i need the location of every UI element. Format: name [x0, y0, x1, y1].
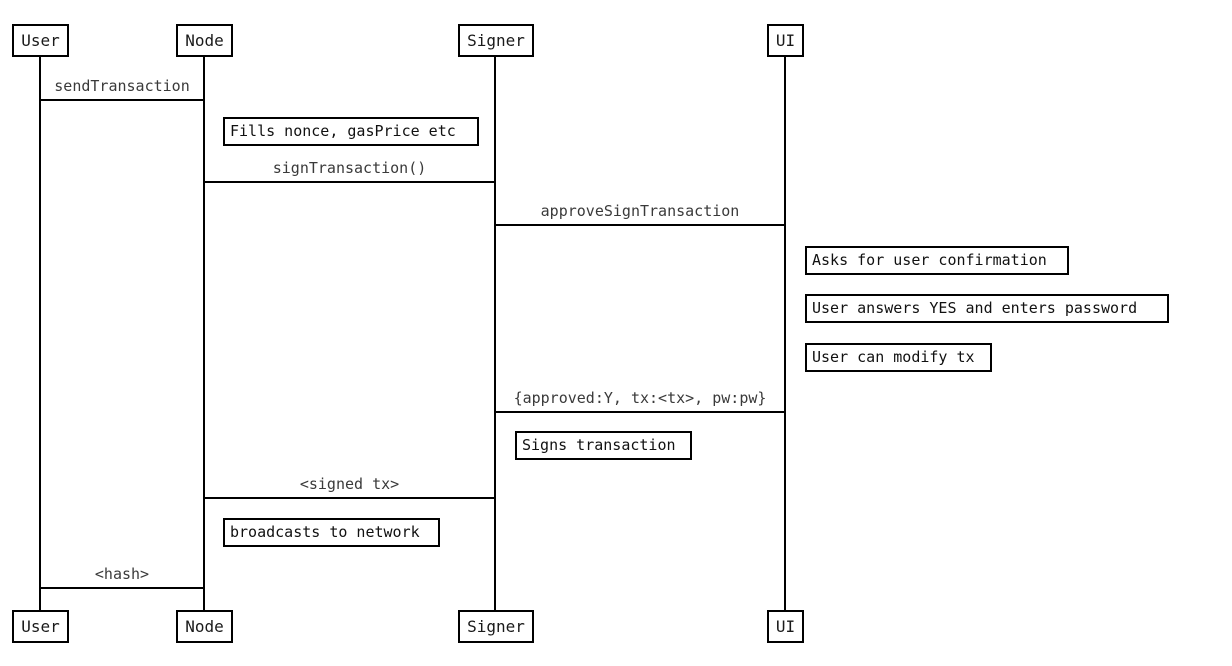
- note-text: broadcasts to network: [230, 523, 420, 541]
- message-line-m1: [39, 99, 205, 101]
- participant-label: Node: [185, 616, 224, 636]
- message-label-m1: sendTransaction: [54, 77, 190, 95]
- note-text: User answers YES and enters password: [812, 299, 1138, 317]
- participant-foot-ui[interactable]: UI: [767, 610, 804, 643]
- note-box-n6[interactable]: broadcasts to network: [223, 518, 440, 547]
- participant-label: Signer: [467, 30, 525, 50]
- note-box-n4[interactable]: User can modify tx: [805, 343, 992, 372]
- lifeline-ui: [784, 57, 786, 610]
- participant-head-signer[interactable]: Signer: [458, 24, 534, 57]
- participant-head-node[interactable]: Node: [176, 24, 233, 57]
- note-box-n2[interactable]: Asks for user confirmation: [805, 246, 1069, 275]
- message-line-m4: [494, 411, 786, 413]
- note-text: Asks for user confirmation: [812, 251, 1047, 269]
- note-text: Fills nonce, gasPrice etc: [230, 122, 456, 140]
- participant-foot-node[interactable]: Node: [176, 610, 233, 643]
- participant-head-user[interactable]: User: [12, 24, 69, 57]
- message-label-m5: <signed tx>: [299, 475, 400, 493]
- note-text: Signs transaction: [522, 436, 676, 454]
- lifeline-user: [39, 57, 41, 610]
- message-line-m5: [203, 497, 496, 499]
- participant-label: User: [21, 616, 60, 636]
- note-box-n3[interactable]: User answers YES and enters password: [805, 294, 1169, 323]
- lifeline-signer: [494, 57, 496, 610]
- message-label-m6: <hash>: [94, 565, 150, 583]
- message-line-m2: [203, 181, 496, 183]
- lifeline-node: [203, 57, 205, 610]
- participant-label: User: [21, 30, 60, 50]
- message-line-m3: [494, 224, 786, 226]
- participant-label: UI: [775, 616, 796, 636]
- message-line-m6: [39, 587, 205, 589]
- participant-foot-signer[interactable]: Signer: [458, 610, 534, 643]
- note-box-n1[interactable]: Fills nonce, gasPrice etc: [223, 117, 479, 146]
- message-label-m2: signTransaction(): [272, 159, 427, 177]
- participant-head-ui[interactable]: UI: [767, 24, 804, 57]
- message-label-m3: approveSignTransaction: [540, 202, 740, 220]
- note-box-n5[interactable]: Signs transaction: [515, 431, 692, 460]
- participant-label: Signer: [467, 616, 525, 636]
- participant-label: UI: [775, 30, 796, 50]
- participant-label: Node: [185, 30, 224, 50]
- participant-foot-user[interactable]: User: [12, 610, 69, 643]
- message-label-m4: {approved:Y, tx:<tx>, pw:pw}: [513, 389, 767, 407]
- note-text: User can modify tx: [812, 348, 975, 366]
